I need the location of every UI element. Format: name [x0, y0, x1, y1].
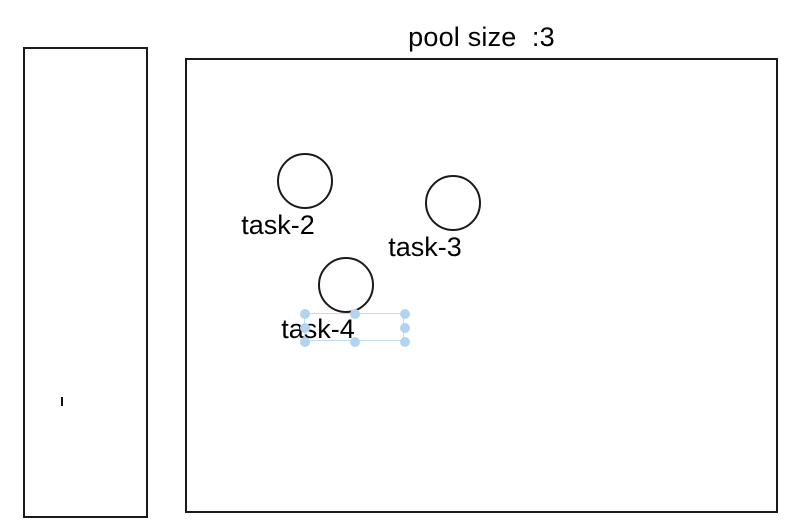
circle-icon	[318, 257, 374, 313]
resize-handle-e[interactable]	[400, 323, 410, 333]
page-title: pool size :3	[408, 22, 555, 52]
resize-handle-ne[interactable]	[400, 309, 410, 319]
task-label[interactable]: task-2	[241, 210, 315, 240]
selection-box	[300, 309, 410, 347]
resize-handle-s[interactable]	[350, 337, 360, 347]
resize-handle-n[interactable]	[350, 309, 360, 319]
resize-handle-nw[interactable]	[300, 309, 310, 319]
circle-icon	[277, 153, 333, 209]
side-panel[interactable]	[23, 47, 148, 518]
task-label[interactable]: task-3	[388, 232, 462, 262]
circle-icon	[425, 175, 481, 231]
resize-handle-se[interactable]	[400, 337, 410, 347]
resize-handle-w[interactable]	[300, 323, 310, 333]
pool-canvas[interactable]	[185, 58, 778, 513]
resize-handle-sw[interactable]	[300, 337, 310, 347]
task-label[interactable]: task-4	[281, 314, 355, 344]
text-caret	[61, 397, 63, 406]
